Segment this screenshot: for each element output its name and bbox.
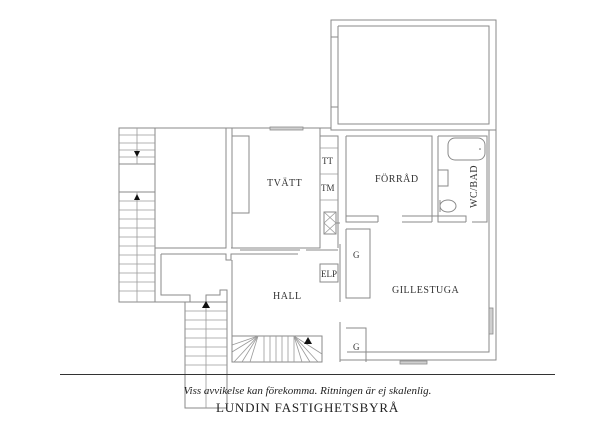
stair-arrow-up-icon: [202, 301, 210, 308]
upper-room: [330, 19, 497, 131]
outer-walls: [118, 20, 497, 409]
hall-walls: [231, 127, 371, 362]
fixture-label-tt: TT: [322, 156, 333, 166]
lower-left-stairs: [160, 253, 298, 409]
room-label-gillestuga: GILLESTUGA: [392, 285, 459, 296]
fixture-label-elp: ELP: [321, 269, 337, 279]
room-label-wc-bad: WC/BAD: [469, 165, 480, 208]
company-name: LUNDIN FASTIGHETSBYRÅ: [215, 400, 400, 415]
fixture-label-g: G: [353, 342, 360, 352]
disclaimer-text: Viss avvikelse kan förekomma. Ritningen …: [183, 385, 432, 397]
forrad-wc-walls: [345, 135, 488, 223]
stair-arrow-up-icon: [134, 194, 140, 200]
room-label-tvatt: TVÄTT: [267, 177, 302, 189]
room-label-hall: HALL: [273, 291, 302, 302]
footer-divider: [60, 374, 555, 375]
window: [399, 360, 428, 365]
window: [269, 126, 304, 131]
room-label-forrad: FÖRRÅD: [375, 173, 419, 185]
stair-arrow-down-icon: [134, 151, 140, 157]
left-stairs: [118, 127, 227, 303]
fixture-label-tm: TM: [321, 183, 335, 193]
window: [488, 307, 494, 335]
fixture-label-g: G: [353, 250, 360, 260]
stair-arrow-up-icon: [304, 337, 312, 344]
hall-winding-stairs: [231, 335, 323, 363]
